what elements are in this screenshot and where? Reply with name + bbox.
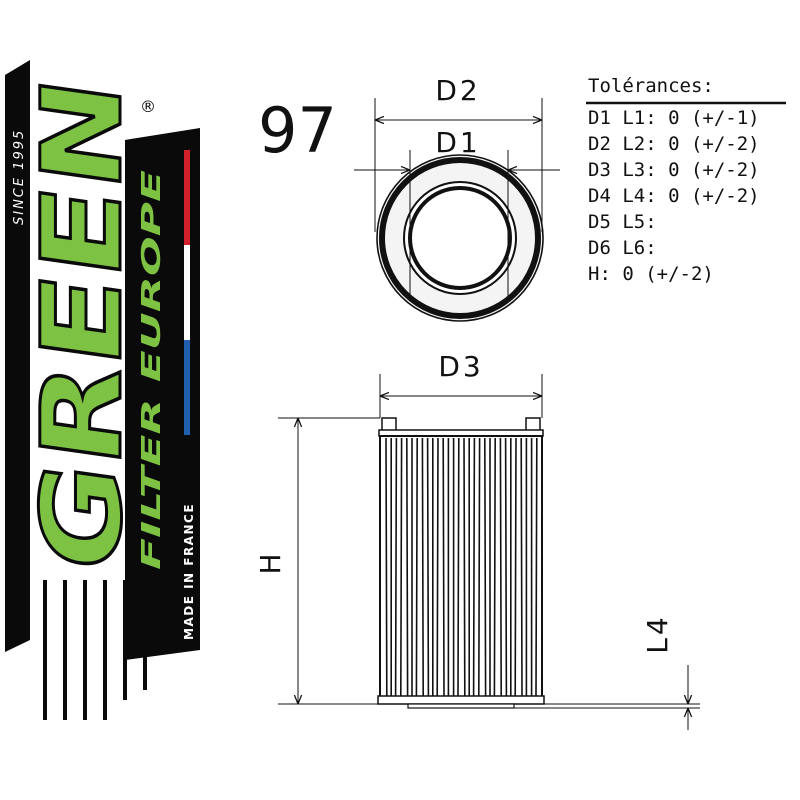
d3-dimension — [379, 374, 543, 418]
tolerance-row: D4 L4: 0 (+/-2) — [588, 185, 760, 207]
logo-speed-lines — [43, 580, 147, 720]
registered-mark: ® — [140, 97, 156, 116]
part-number: 97 — [258, 94, 337, 167]
filter-side-view — [377, 417, 545, 709]
logo-tagline: FILTER EUROPE — [137, 170, 167, 570]
logo-green-wordmark: GREEN — [18, 71, 146, 579]
tolerance-row: D2 L2: 0 (+/-2) — [588, 133, 760, 155]
flag-white-stripe — [184, 245, 190, 340]
filter-top-view — [376, 154, 544, 322]
tolerance-row: D1 L1: 0 (+/-1) — [588, 107, 760, 129]
tolerance-row: H: 0 (+/-2) — [588, 263, 714, 285]
tolerance-row: D3 L3: 0 (+/-2) — [588, 159, 760, 181]
flag-blue-stripe — [184, 340, 190, 435]
l4-dimension — [514, 665, 700, 730]
flag-red-stripe — [184, 150, 190, 245]
d2-dimension — [374, 98, 543, 232]
tolerance-row: D5 L5: — [588, 211, 657, 233]
d3-label: D3 — [438, 350, 483, 383]
tolerance-row: D6 L6: — [588, 237, 657, 259]
h-dimension — [278, 417, 380, 705]
logo-dark-panel — [125, 128, 200, 660]
l4-label: L4 — [641, 614, 674, 653]
green-filter-logo: GREEN ® FILTER EUROPE SINCE 1995 MADE IN… — [5, 60, 200, 720]
d1-dimension — [354, 150, 560, 300]
h-label: H — [254, 553, 287, 574]
d1-label: D1 — [435, 126, 480, 159]
tolerances-block: Tolérances: D1 L1: 0 (+/-1) D2 L2: 0 (+/-… — [586, 75, 786, 285]
filter-pleats — [379, 435, 543, 699]
logo-dark-banner — [5, 60, 30, 652]
logo-made-in-france: MADE IN FRANCE — [182, 503, 196, 640]
logo-since-1995: SINCE 1995 — [12, 129, 27, 225]
tolerances-title: Tolérances: — [588, 75, 714, 97]
d2-label: D2 — [435, 74, 480, 107]
